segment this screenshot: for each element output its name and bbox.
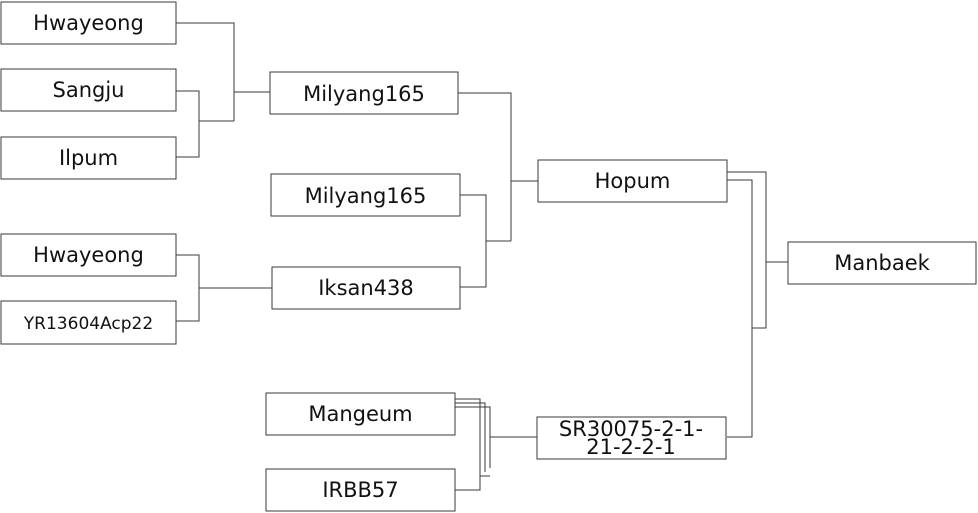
node-yr13604acp22: YR13604Acp22 xyxy=(0,300,177,345)
node-label-line1: SR30075-2-1- xyxy=(559,417,703,441)
node-label: YR13604Acp22 xyxy=(23,314,153,334)
node-label: Hopum xyxy=(595,169,671,193)
node-manbaek: Manbaek xyxy=(787,241,977,285)
connector-mangeum-irbb57 xyxy=(455,398,537,491)
node-label: Hwayeong xyxy=(33,243,144,267)
node-box xyxy=(0,136,177,180)
node-hwayeong: Hwayeong xyxy=(0,1,177,45)
node-box xyxy=(0,233,177,277)
connector-hwayeong-to-milyang165 xyxy=(176,22,270,121)
connector-to-hopum xyxy=(458,92,538,241)
node-box xyxy=(265,392,456,436)
connector-milyang165-iksan438 xyxy=(460,194,511,288)
node-box xyxy=(265,468,456,512)
node-ilpum: Ilpum xyxy=(0,136,177,180)
node-box xyxy=(271,266,461,310)
node-hwayeong-b: Hwayeong xyxy=(0,233,177,277)
connector-sangju-ilpum xyxy=(176,90,234,158)
node-label: Milyang165 xyxy=(305,184,427,208)
node-box xyxy=(537,159,728,203)
connector-to-manbaek xyxy=(727,171,788,438)
node-box xyxy=(0,68,177,112)
node-iksan438: Iksan438 xyxy=(271,266,461,310)
node-label: Mangeum xyxy=(308,402,412,426)
node-hopum: Hopum xyxy=(537,159,728,203)
node-milyang165-b: Milyang165 xyxy=(270,173,461,217)
node-milyang165-a: Milyang165 xyxy=(269,71,459,115)
connector-lines xyxy=(176,22,788,491)
node-irbb57: IRBB57 xyxy=(265,468,456,512)
node-label: Sangju xyxy=(53,78,125,102)
node-mangeum: Mangeum xyxy=(265,392,456,436)
node-label: Milyang165 xyxy=(303,82,425,106)
node-label: Iksan438 xyxy=(318,276,414,300)
node-sangju: Sangju xyxy=(0,68,177,112)
connector-hwayeong-yr-to-iksan438 xyxy=(176,254,272,322)
node-box xyxy=(787,241,977,285)
node-box xyxy=(536,416,727,460)
node-label: IRBB57 xyxy=(322,478,398,502)
node-label: Manbaek xyxy=(834,251,930,275)
node-label: Ilpum xyxy=(59,146,118,170)
node-box xyxy=(0,300,177,345)
node-label-line2: 21-2-2-1 xyxy=(586,435,676,459)
node-box xyxy=(269,71,459,115)
node-box xyxy=(270,173,461,217)
node-label: Hwayeong xyxy=(33,11,144,35)
node-box xyxy=(0,1,177,45)
node-sr30075: SR30075-2-1- 21-2-2-1 xyxy=(536,416,727,460)
